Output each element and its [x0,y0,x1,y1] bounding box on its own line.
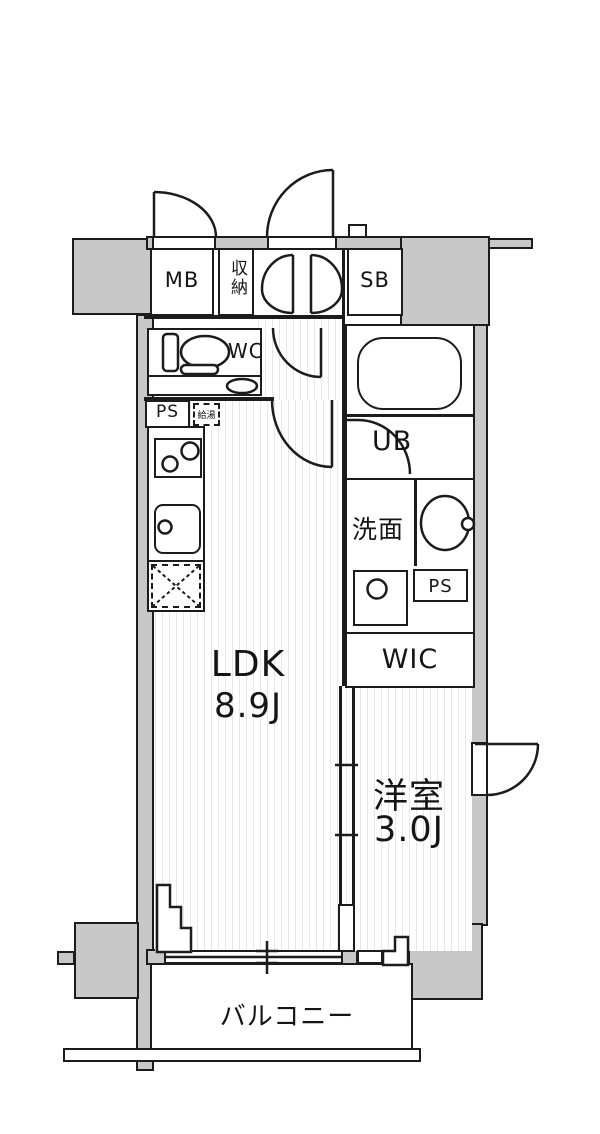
washing-machine-pan [353,570,408,626]
bedroom-window-opening [471,742,488,796]
wall-top-left-block [72,238,154,315]
balcony-outer-rail [63,1048,421,1062]
entrance-door [265,168,335,238]
shoe-box-label: SB [360,268,390,292]
meter-box-door-threshold [152,236,216,250]
storage-label: 収納 [227,259,247,297]
meter-box-label: MB [164,268,200,292]
washroom-divider [414,480,417,566]
meter-box-door [152,190,218,238]
pipe-space-washroom [413,569,468,602]
water-heater-box [193,403,220,426]
entrance-door-threshold [267,236,337,250]
wall-stub-bedroom [338,904,355,952]
wall-line-main-divider [342,248,345,686]
bedroom-size-label: 3.0J [374,810,444,850]
wic-label: WIC [381,644,439,675]
wall-top-right-ledge [488,238,533,249]
washroom-label: 洗面 [352,515,405,544]
wc-lower-strip [147,375,262,396]
ldk-size-label: 8.9J [213,686,283,726]
wall-notch-top [348,224,367,238]
bedroom-label: 洋室 [372,777,445,817]
bathtub [357,337,462,410]
hallway-floor [258,317,342,400]
wall-line-hall-ldk [144,397,274,401]
wall-bottom-left-block [74,922,139,999]
bedroom-balcony-window [357,950,383,964]
ps-washroom-label: PS [428,576,453,597]
water-heater-label: 給湯 [197,411,216,421]
unit-bath-label: UB [372,426,413,457]
ldk-label: LDK [210,644,286,685]
wall-top-right-block [400,236,490,326]
shoe-box [347,248,403,316]
refrigerator-space [151,564,201,608]
wall-bottom-left-nub [57,951,75,965]
kitchen-sink [154,504,201,554]
walk-in-closet [345,632,475,688]
bath-ledge-line [346,414,474,417]
wall-line-under-top-row [144,315,345,319]
balcony-label: バルコニー [219,1002,355,1032]
bedroom-floor [346,688,472,951]
ps-kitchen-label: PS [155,402,180,422]
sliding-door-rail-left [339,686,342,906]
balcony-sliding-window [164,950,343,964]
wc-label: WC [228,339,264,363]
entrance-floor [254,250,344,317]
stove-top [154,438,202,478]
sliding-door-rail-right [352,686,355,906]
